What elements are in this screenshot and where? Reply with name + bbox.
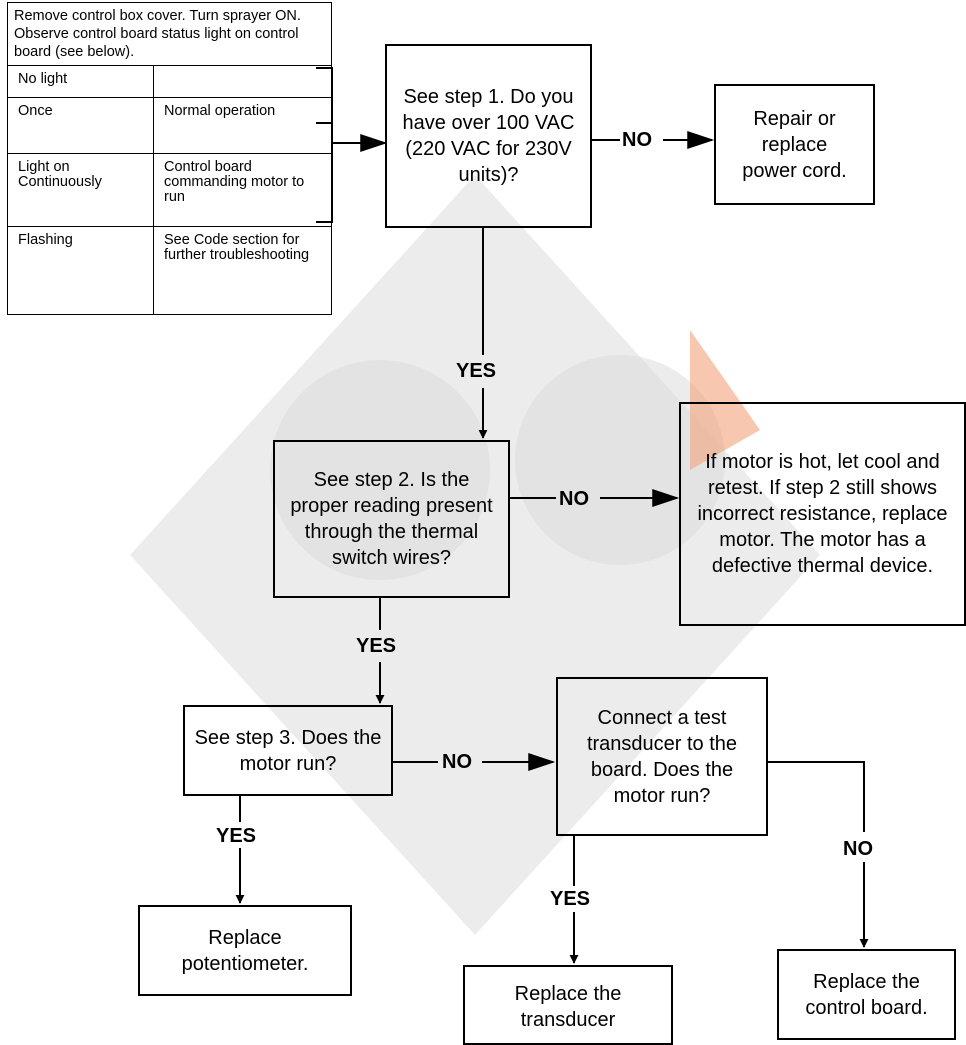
board-text: Replace the control board. [805,971,928,1019]
test-transducer-box: Connect a test transducer to the board. … [556,677,768,836]
pot-text: Replace potentiometer. [181,926,309,975]
no-label: NO [442,751,472,773]
step3-box: See step 3. Does the motor run? [183,705,393,796]
motor-text: If motor is hot, let cool and retest. If… [697,451,948,577]
no-label: NO [559,488,589,510]
connector-test-no [766,761,865,832]
step2-text: See step 2. Is the proper reading presen… [290,469,493,569]
status-meaning: Control board commanding motor to run [153,153,332,227]
step1-text: See step 1. Do you have over 100 VAC (22… [402,86,575,186]
replace-motor-box: If motor is hot, let cool and retest. If… [679,402,966,626]
status-meaning [153,65,332,98]
yes-label: YES [216,825,257,847]
status-state: Once [7,97,154,154]
replace-potentiometer-box: Replace potentiometer. [138,905,352,996]
yes-label: YES [456,360,497,382]
test-text: Connect a test transducer to the board. … [586,706,738,807]
step1-box: See step 1. Do you have over 100 VAC (22… [385,44,592,228]
table-bracket [316,67,333,223]
step2-box: See step 2. Is the proper reading presen… [273,440,510,598]
step3-text: See step 3. Does the motor run? [194,726,382,775]
table-row: Flashing See Code section for further tr… [7,226,332,315]
replace-transducer-box: Replace the transducer [463,965,673,1045]
table-row: Once Normal operation [7,97,332,154]
no-label: NO [843,838,873,860]
table-instructions: Remove control box cover. Turn sprayer O… [7,2,332,66]
repair-power-cord-box: Repair or replace power cord. [714,84,875,205]
yes-label: YES [356,635,397,657]
trans-text: Replace the transducer [514,983,622,1031]
status-light-table: Remove control box cover. Turn sprayer O… [7,2,332,315]
status-meaning: Normal operation [153,97,332,154]
replace-control-board-box: Replace the control board. [777,949,956,1040]
yes-label: YES [550,888,591,910]
power-text: Repair or replace power cord. [742,107,847,182]
status-meaning: See Code section for further troubleshoo… [153,226,332,315]
status-state: Flashing [7,226,154,315]
no-label: NO [622,129,652,151]
